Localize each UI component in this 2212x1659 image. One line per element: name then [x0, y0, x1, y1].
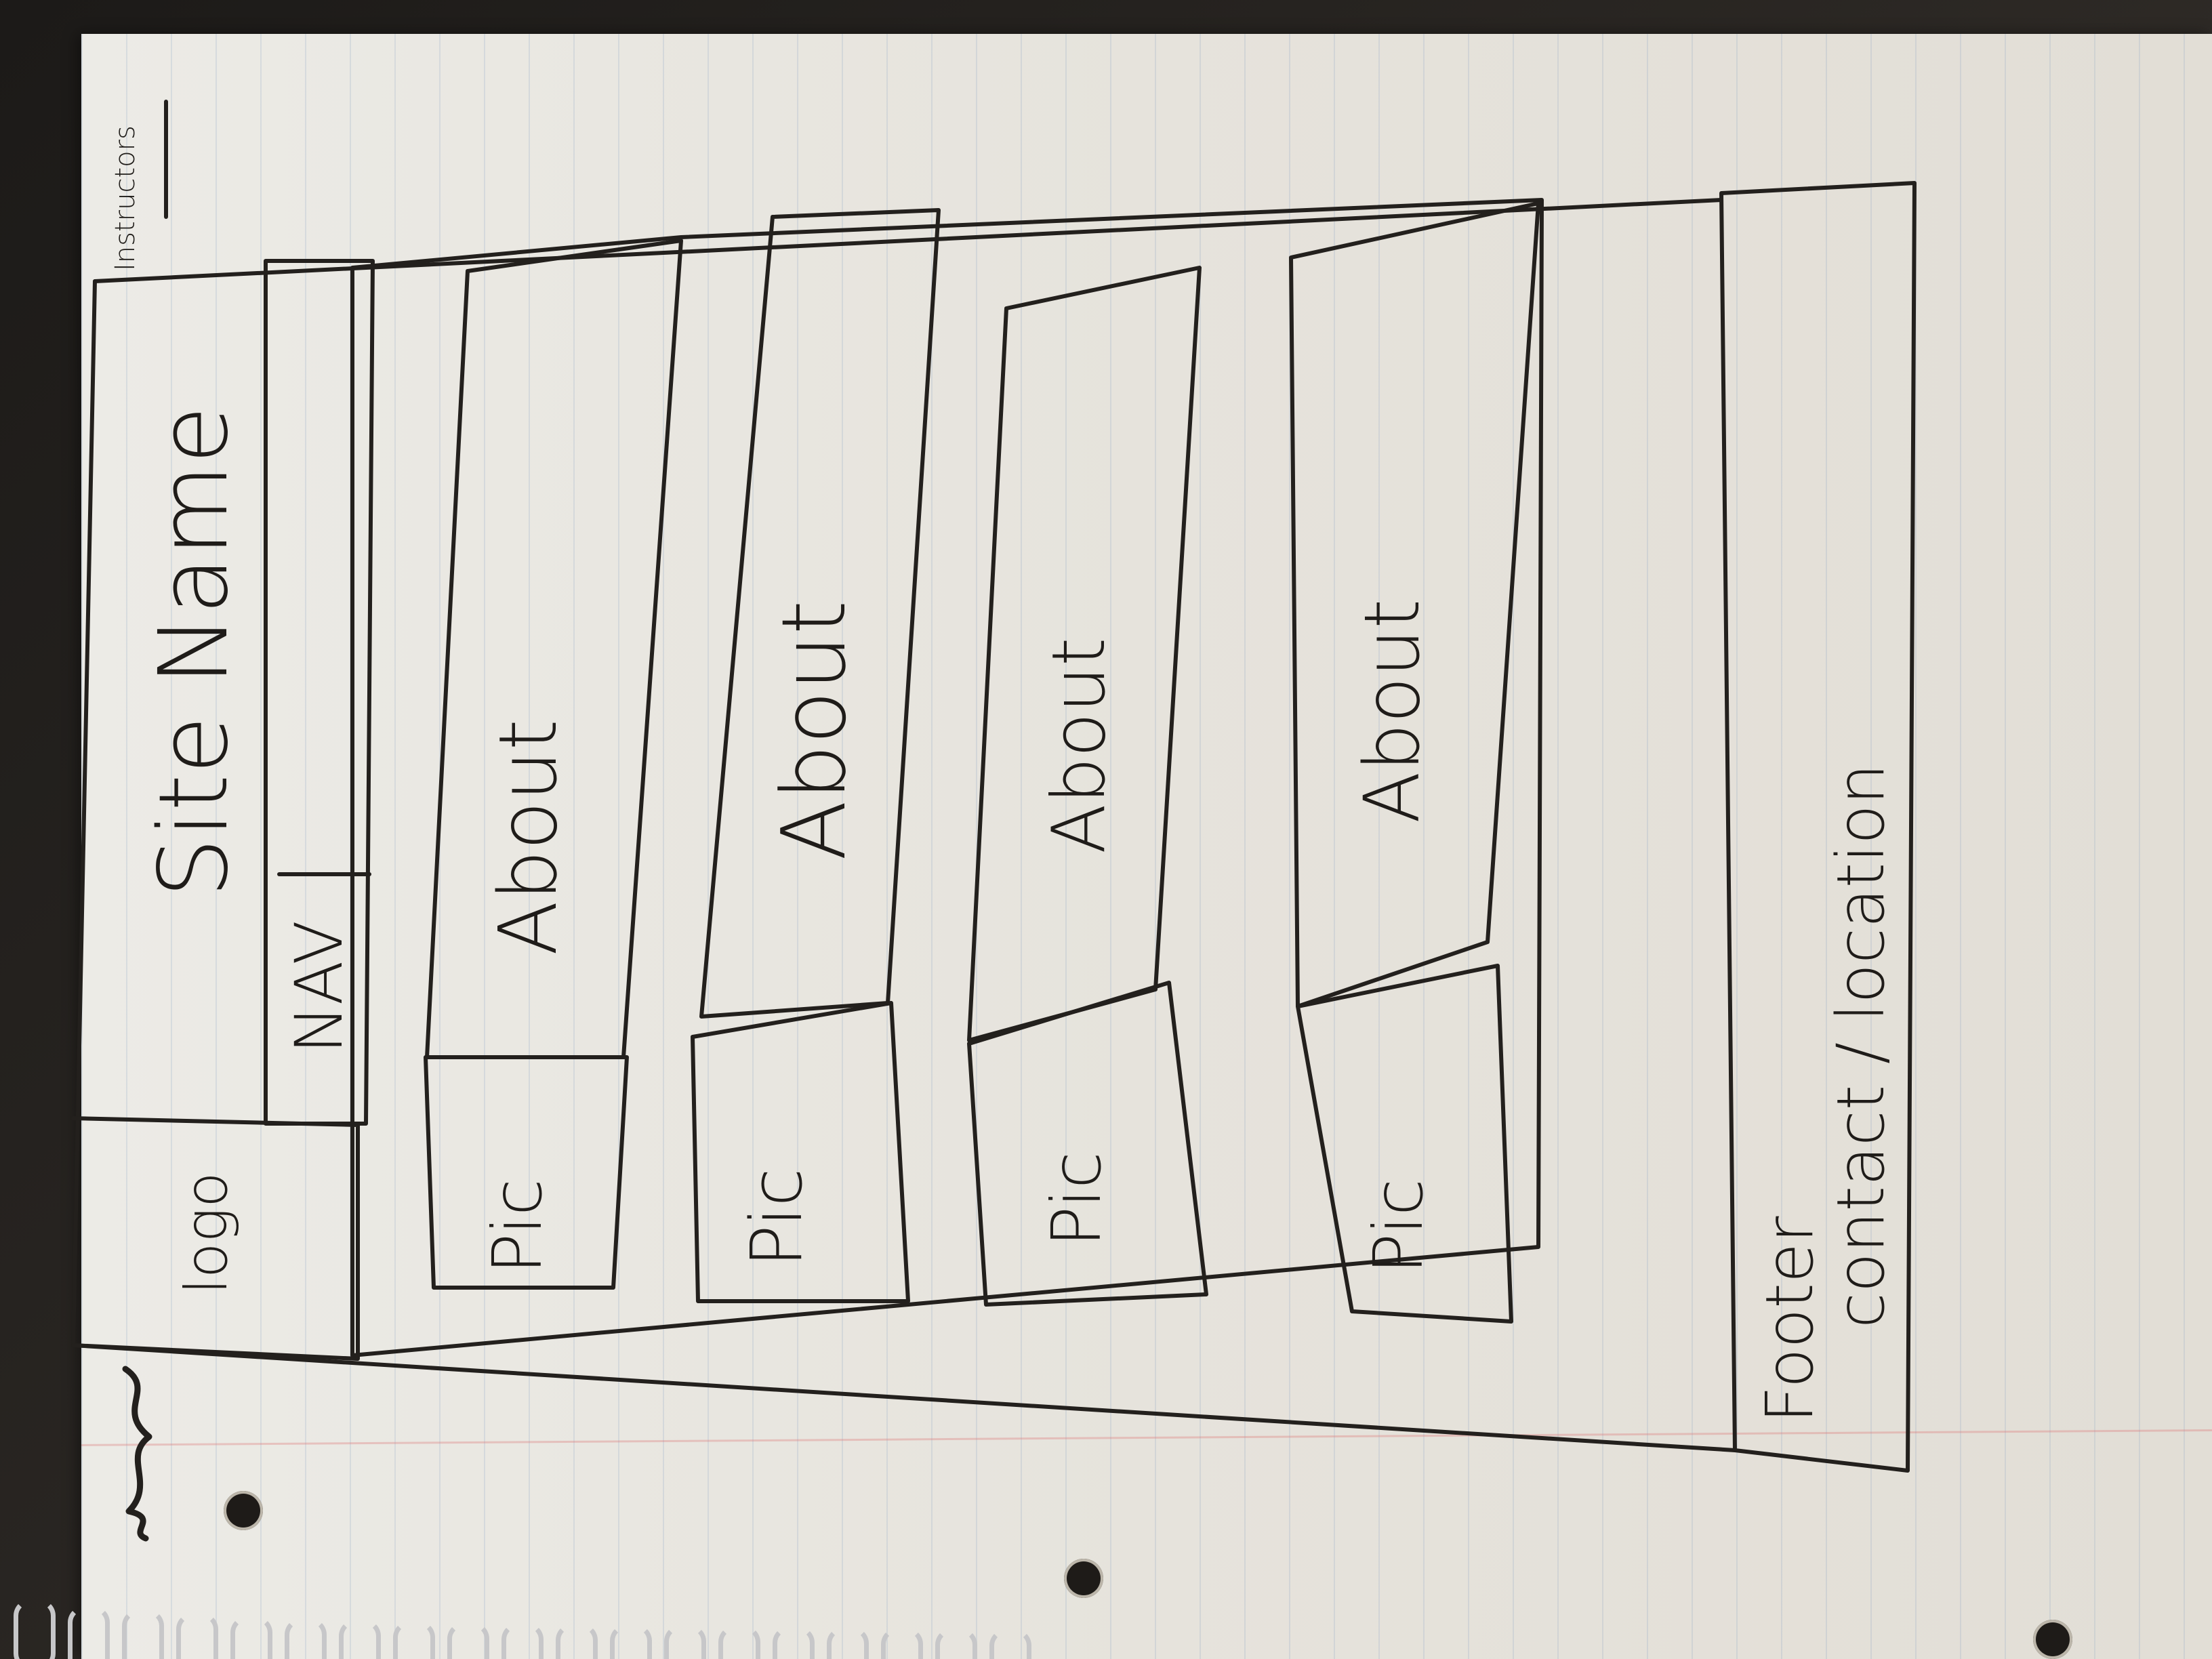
scribble-mark: [122, 1366, 152, 1542]
binding-hole: [2033, 1620, 2072, 1659]
pic-label-4: Pic: [1359, 1179, 1438, 1274]
page-outline: [71, 279, 1737, 1452]
pic-box-1: [424, 1055, 629, 1290]
about-box-3: [967, 266, 1202, 1042]
nav-box: [264, 259, 375, 1126]
pic-box-2: [691, 1001, 910, 1303]
pic-label-1: Pic: [478, 1179, 557, 1274]
binding-hole: [1064, 1559, 1103, 1598]
instructors-label: Instructors: [110, 125, 141, 271]
pic-box-3: [967, 981, 1208, 1307]
about-label-2: About: [762, 600, 865, 861]
footer-label: Footer: [1752, 1216, 1828, 1423]
about-label-3: About: [1037, 637, 1122, 854]
footer-box: [1719, 181, 1917, 1473]
pic-label-3: Pic: [1037, 1151, 1116, 1247]
pic-box-4: [1296, 964, 1513, 1324]
site-name-label: Site Name: [139, 405, 249, 898]
binding-hole: [224, 1491, 263, 1530]
nav-label: NAV: [281, 920, 357, 1054]
footer-contact-label: contact / location: [1823, 763, 1899, 1328]
content-container: [350, 198, 1544, 1357]
logo-box: [71, 1116, 360, 1361]
about-box-4: [1289, 201, 1540, 1008]
logo-label: logo: [173, 1172, 241, 1294]
about-label-4: About: [1349, 598, 1437, 823]
about-label-1: About: [481, 719, 575, 956]
pic-label-2: Pic: [735, 1168, 818, 1267]
